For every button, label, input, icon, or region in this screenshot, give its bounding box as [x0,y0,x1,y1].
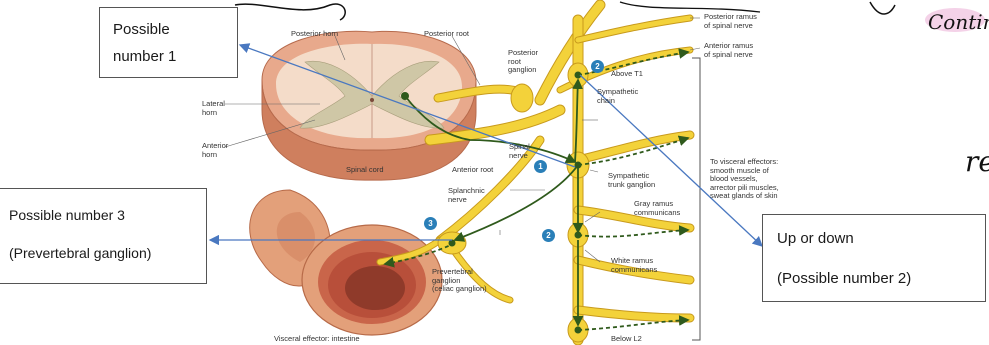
label-white-ramus: White ramus communicans [611,257,657,274]
label-to-visceral-effectors: To visceral effectors: smooth muscle of … [710,158,779,201]
label-anterior-root: Anterior root [452,166,493,175]
box3-line2: (Prevertebral ganglion) [9,245,151,261]
label-below-l2: Below L2 [611,335,642,344]
annotation-box-possible-number-3: Possible number 3 (Prevertebral ganglion… [0,188,207,284]
intestine [250,190,442,335]
label-visceral-effector-intestine: Visceral effector: intestine [274,335,360,344]
handwriting-scribble [235,4,345,20]
label-posterior-horn: Posterior horn [291,30,338,39]
label-above-t1: Above T1 [611,70,643,79]
spinal-cord [262,31,476,180]
box3-line1: Possible number 3 [9,207,125,223]
label-anterior-ramus: Anterior ramus of spinal nerve [704,42,753,59]
label-sympathetic-chain: Sympathetic chain [597,88,638,105]
box1-line1: Possible [113,21,170,38]
label-spinal-nerve: Spinal nerve [509,143,530,160]
label-splanchnic-nerve: Splanchnic nerve [448,187,485,204]
visceral-effectors-bracket [692,58,700,340]
handwriting-right: re [965,145,989,178]
label-prevertebral-ganglion: Prevertebral ganglion (celiac ganglion) [432,268,487,294]
posterior-root-ganglion [511,84,533,112]
badge-2-bottom: 2 [542,229,555,242]
annotation-box-up-or-down: Up or down (Possible number 2) [762,214,986,302]
badge-2-top: 2 [591,60,604,73]
box2-line2: (Possible number 2) [777,270,911,287]
badge-3: 3 [424,217,437,230]
label-spinal-cord: Spinal cord [346,166,384,175]
box2-line1: Up or down [777,230,854,247]
label-sympathetic-trunk-ganglion: Sympathetic trunk ganglion [608,172,655,189]
label-posterior-root: Posterior root [424,30,469,39]
label-anterior-horn: Anterior horn [202,142,228,159]
label-lateral-horn: Lateral horn [202,100,225,117]
label-gray-ramus: Gray ramus communicans [634,200,680,217]
annotation-box-possible-number-1: Possible number 1 [99,7,238,78]
label-posterior-root-ganglion: Posterior root ganglion [508,49,538,75]
box1-line2: number 1 [113,48,176,65]
handwriting-top: Contin [928,10,989,34]
badge-1: 1 [534,160,547,173]
label-posterior-ramus: Posterior ramus of spinal nerve [704,13,757,30]
